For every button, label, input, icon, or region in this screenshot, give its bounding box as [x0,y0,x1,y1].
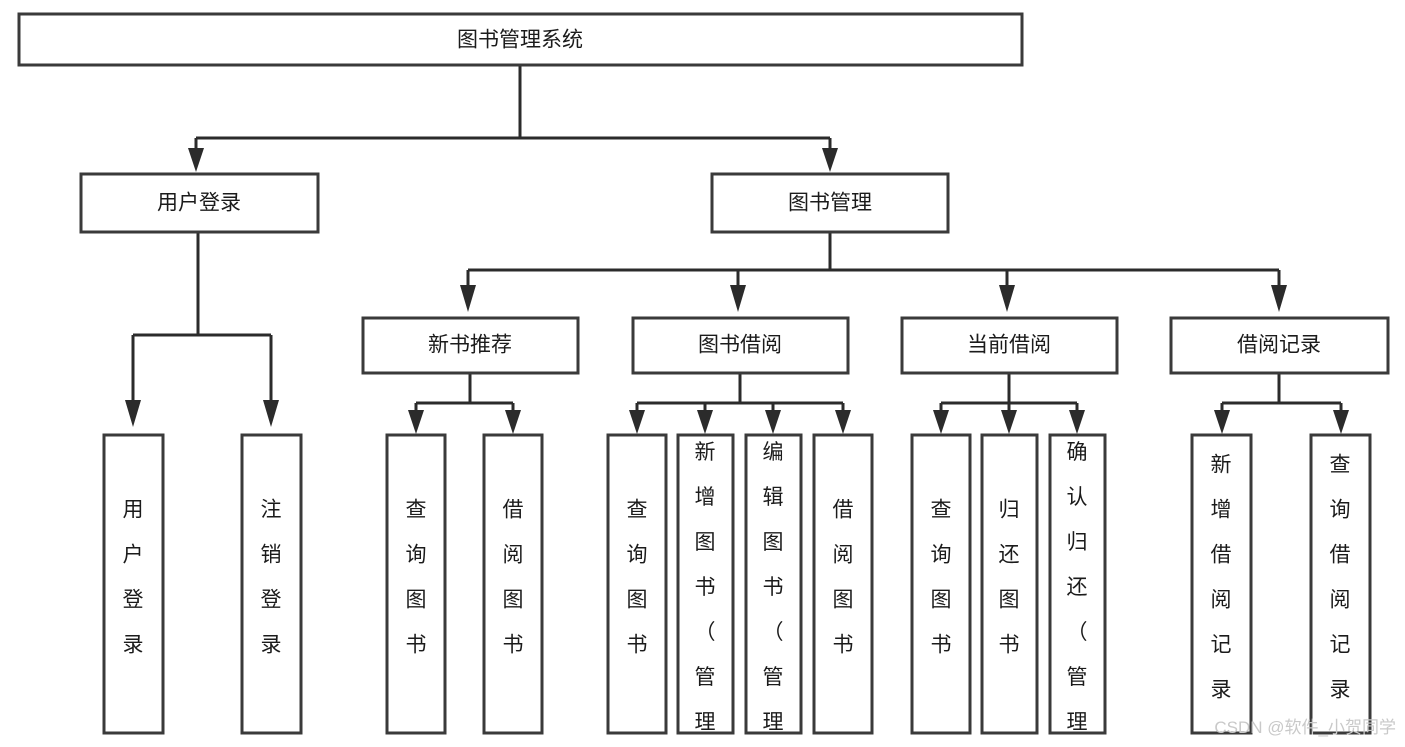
connector-layer [125,65,1349,434]
node-borrow-record[interactable]: 借阅记录 [1169,316,1390,375]
node-book-borrow[interactable]: 图书借阅 [631,316,850,375]
arrow-head-leaf-query-borrow-record [1333,410,1349,434]
node-leaf-user-login-box[interactable] [102,433,165,735]
node-leaf-add-book-box[interactable] [676,433,735,735]
node-leaf-add-borrow-record[interactable]: 新增借阅记录 [1190,433,1253,735]
arrow-head-leaf-query-book-2 [629,410,645,434]
node-book-manage-label: 图书管理 [788,192,872,215]
node-leaf-borrow-book-2-box[interactable] [812,433,874,735]
node-borrow-record-label: 借阅记录 [1237,334,1321,357]
arrow-head-leaf-query-book-1 [408,410,424,434]
node-leaf-query-book-1-box[interactable] [385,433,447,735]
arrow-head-borrow-record [1271,285,1287,312]
node-leaf-logout-login[interactable]: 注销登录 [240,433,303,735]
node-new-book-recommend[interactable]: 新书推荐 [361,316,580,375]
node-leaf-add-book[interactable]: 新增图书（管理员） [676,433,735,747]
node-user-login[interactable]: 用户登录 [79,172,320,234]
arrow-head-leaf-confirm-return [1069,410,1085,434]
arrow-head-current-borrow [999,285,1015,312]
node-leaf-query-borrow-record-box[interactable] [1309,433,1372,735]
node-leaf-query-book-3[interactable]: 查询图书 [910,433,972,735]
node-leaf-borrow-book-2[interactable]: 借阅图书 [812,433,874,735]
arrow-head-new-book-recommend [460,285,476,312]
node-new-book-recommend-box[interactable] [361,316,580,375]
node-root-label: 图书管理系统 [457,29,583,52]
node-leaf-add-book-label: 新增图书（管理员） [695,441,716,747]
arrow-head-leaf-edit-book [765,410,781,434]
node-leaf-user-login[interactable]: 用户登录 [102,433,165,735]
node-leaf-confirm-return-box[interactable] [1048,433,1107,735]
node-current-borrow[interactable]: 当前借阅 [900,316,1119,375]
node-current-borrow-box[interactable] [900,316,1119,375]
node-leaf-logout-login-label: 注销登录 [261,499,282,657]
node-user-login-label: 用户登录 [157,192,241,215]
node-leaf-edit-book-box[interactable] [744,433,803,735]
node-book-borrow-box[interactable] [631,316,850,375]
node-leaf-edit-book[interactable]: 编辑图书（管理员） [744,433,803,747]
node-leaf-borrow-book-1-box[interactable] [482,433,544,735]
node-book-manage-box[interactable] [710,172,950,234]
node-leaf-add-borrow-record-box[interactable] [1190,433,1253,735]
node-borrow-record-box[interactable] [1169,316,1390,375]
node-leaf-borrow-book-1[interactable]: 借阅图书 [482,433,544,735]
node-root-box[interactable] [17,12,1024,67]
arrow-head-book-manage [822,148,838,172]
node-leaf-query-book-3-box[interactable] [910,433,972,735]
arrow-head-leaf-borrow-book-2 [835,410,851,434]
node-leaf-query-book-2-label: 查询图书 [627,499,648,657]
arrow-head-leaf-add-borrow-record [1214,410,1230,434]
arrow-head-leaf-add-book [697,410,713,434]
node-leaf-edit-book-label: 编辑图书（管理员） [763,441,784,747]
node-leaf-return-book-label: 归还图书 [999,499,1020,657]
node-current-borrow-label: 当前借阅 [967,334,1051,357]
arrow-head-leaf-return-book [1001,410,1017,434]
node-leaf-add-borrow-record-label: 新增借阅记录 [1211,454,1232,702]
node-leaf-query-borrow-record[interactable]: 查询借阅记录 [1309,433,1372,735]
node-book-manage[interactable]: 图书管理 [710,172,950,234]
node-leaf-query-borrow-record-label: 查询借阅记录 [1330,454,1351,702]
node-leaf-borrow-book-1-label: 借阅图书 [503,499,524,657]
node-leaf-borrow-book-2-label: 借阅图书 [833,499,854,657]
node-leaf-logout-login-box[interactable] [240,433,303,735]
node-leaf-query-book-2[interactable]: 查询图书 [606,433,668,735]
arrow-head-user-login [188,148,204,172]
node-leaf-query-book-1[interactable]: 查询图书 [385,433,447,735]
node-leaf-confirm-return-label: 确认归还（管理员） [1067,441,1088,747]
arrow-head-leaf-user-login [125,400,141,427]
csdn-watermark: CSDN @软件_小贺同学 [1214,718,1396,737]
arrow-head-leaf-logout-login [263,400,279,427]
node-book-borrow-label: 图书借阅 [698,334,782,357]
node-new-book-recommend-label: 新书推荐 [428,334,512,357]
arrow-head-book-borrow [730,285,746,312]
node-root[interactable]: 图书管理系统 [17,12,1024,67]
node-leaf-query-book-3-label: 查询图书 [931,499,952,657]
node-user-login-box[interactable] [79,172,320,234]
node-leaf-return-book-box[interactable] [980,433,1039,735]
node-leaf-confirm-return[interactable]: 确认归还（管理员） [1048,433,1107,747]
node-leaf-user-login-label: 用户登录 [123,499,144,657]
node-leaf-query-book-1-label: 查询图书 [406,499,427,657]
node-leaf-return-book[interactable]: 归还图书 [980,433,1039,735]
arrow-head-leaf-borrow-book-1 [505,410,521,434]
node-leaf-query-book-2-box[interactable] [606,433,668,735]
arrow-head-leaf-query-book-3 [933,410,949,434]
